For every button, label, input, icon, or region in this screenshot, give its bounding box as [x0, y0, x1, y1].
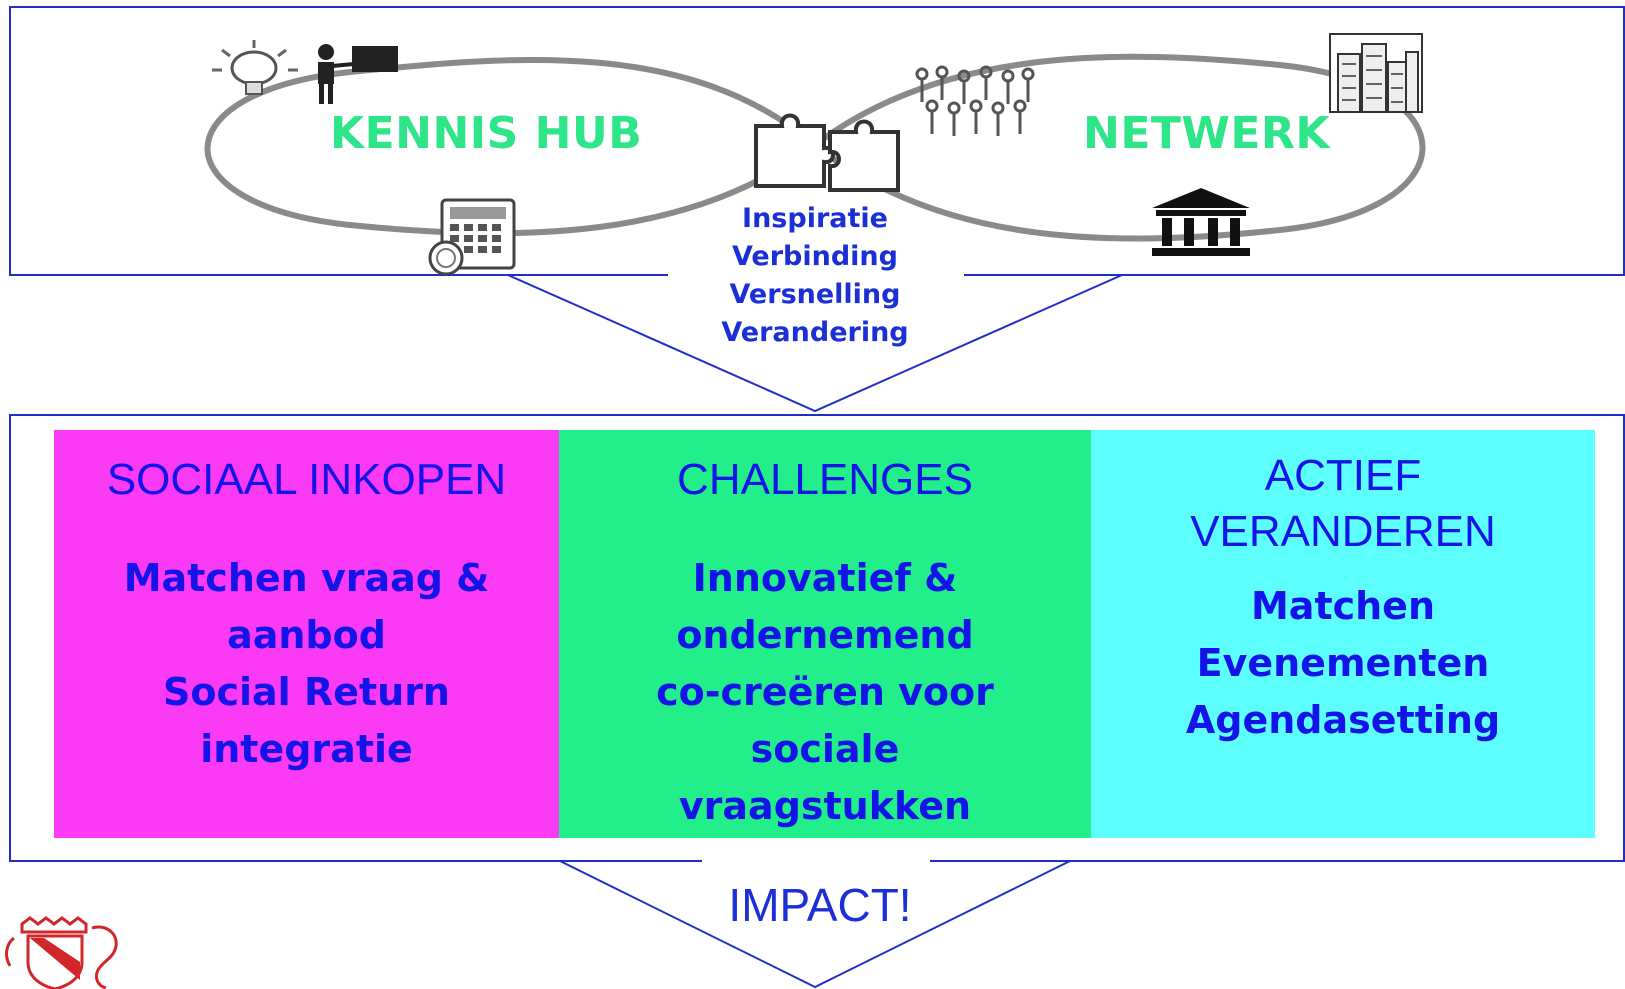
- panel-body: Matchen vraag & aanbod Social Return int…: [54, 550, 559, 778]
- panel-line: Matchen vraag &: [123, 556, 490, 600]
- impact-label: IMPACT!: [728, 879, 912, 931]
- puzzle-icon: [754, 113, 900, 192]
- panel-line: integratie: [200, 727, 413, 771]
- panel-line: aanbod: [227, 613, 386, 657]
- institution-icon: [1152, 188, 1250, 256]
- netwerk-label: NETWERK: [1083, 108, 1330, 159]
- panel-line: sociale: [750, 727, 900, 771]
- panel-body: Innovatief & ondernemend co-creëren voor…: [559, 550, 1091, 835]
- value-item: Inspiratie: [742, 203, 888, 234]
- panel-line: Matchen: [1250, 584, 1436, 628]
- panel-line: co-creëren voor: [656, 670, 994, 714]
- panel-body: Matchen Evenementen Agendasetting: [1091, 578, 1595, 749]
- panel-line: Agendasetting: [1185, 698, 1501, 742]
- value-item: Versnelling: [729, 279, 901, 310]
- value-item: Verbinding: [732, 241, 898, 272]
- panel-challenges: CHALLENGES Innovatief & ondernemend co-c…: [559, 430, 1091, 838]
- panel-line: Social Return: [163, 670, 450, 714]
- panel-line: vraagstukken: [678, 784, 972, 828]
- panel-sociaal-inkopen: SOCIAAL INKOPEN Matchen vraag & aanbod S…: [54, 430, 559, 838]
- panel-title: SOCIAAL INKOPEN: [106, 455, 507, 504]
- presenter-icon: [318, 44, 398, 104]
- lightbulb-icon: [212, 40, 298, 95]
- panel-title: CHALLENGES: [677, 455, 973, 504]
- panel-line: ondernemend: [676, 613, 974, 657]
- panel-actief-veranderen: ACTIEF VERANDEREN Matchen Evenementen Ag…: [1091, 430, 1595, 838]
- panel-title: ACTIEF VERANDEREN: [1190, 451, 1496, 556]
- panel-line: Innovatief &: [692, 556, 958, 600]
- crowd-icon: [915, 65, 1035, 136]
- city-crest-icon: [5, 916, 118, 989]
- calculator-icon: [428, 198, 516, 276]
- core-values-list: Inspiratie Verbinding Versnelling Verand…: [680, 200, 950, 352]
- kennis-hub-label: KENNIS HUB: [330, 108, 643, 159]
- buildings-icon: [1329, 33, 1423, 113]
- value-item: Verandering: [721, 317, 909, 348]
- panel-line: Evenementen: [1196, 641, 1490, 685]
